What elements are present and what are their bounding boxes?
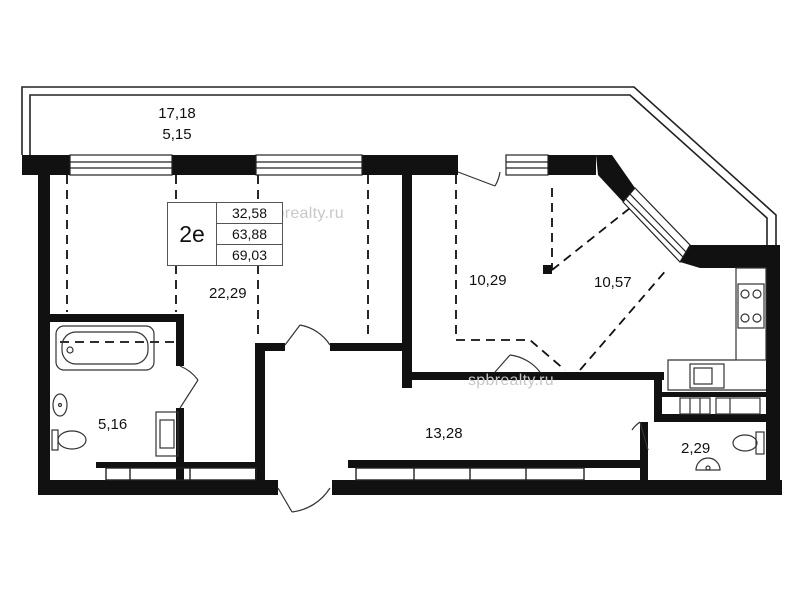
bath-fixtures	[51, 325, 765, 471]
total-with-balcony-value: 69,03	[231, 247, 268, 263]
room-area-wc: 2,29	[681, 440, 711, 457]
windows	[69, 154, 691, 263]
watermark: spbrealty.ru	[468, 372, 555, 389]
kitchen-fixtures	[667, 267, 767, 415]
doors	[179, 171, 649, 513]
total-area-value: 63,88	[217, 223, 282, 245]
room-area-kitchen: 10,57	[594, 274, 632, 291]
unit-spec-box: 2е 32,58 63,88 69,03	[167, 202, 283, 266]
room-area-bedroom: 10,29	[469, 272, 507, 289]
room-area-hallway: 13,28	[425, 425, 463, 442]
column-marker	[543, 265, 552, 274]
interior-walls	[50, 172, 770, 488]
balcony-full-area: 17,18	[158, 105, 196, 122]
balcony-counted-area: 5,15	[162, 126, 192, 143]
balcony-label: 17,18 5,15	[147, 103, 207, 145]
exterior-walls	[22, 155, 782, 495]
zoning-lines	[60, 175, 669, 371]
balcony-outline	[21, 86, 777, 245]
living-area-value: 32,58	[231, 205, 268, 221]
room-area-living: 22,29	[209, 285, 247, 302]
wardrobes	[105, 467, 585, 481]
room-area-bathroom: 5,16	[98, 416, 128, 433]
unit-type: 2е	[168, 203, 217, 265]
